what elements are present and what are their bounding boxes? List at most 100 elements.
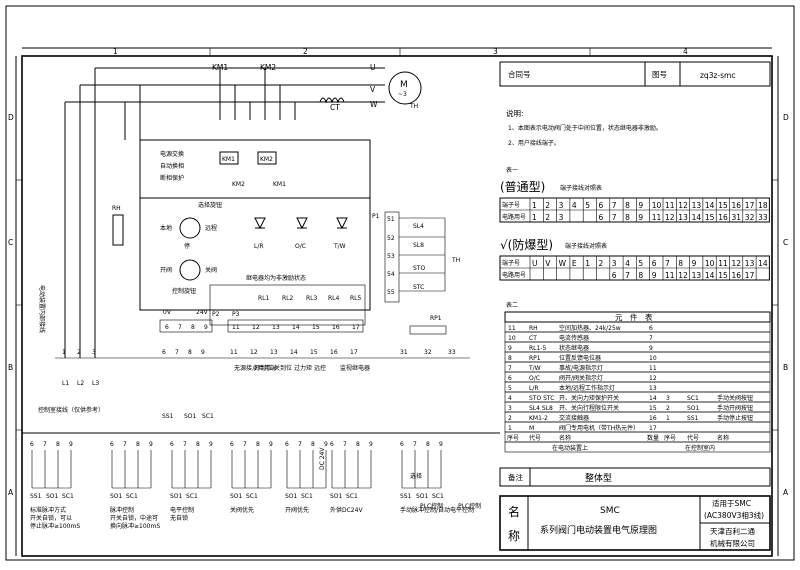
bottom-pin: 8 bbox=[311, 441, 315, 448]
relay-km2: KM2 bbox=[260, 156, 273, 163]
torque-sto: STO bbox=[413, 265, 425, 272]
phase-w: W bbox=[370, 100, 378, 109]
term-17: 17 bbox=[350, 349, 358, 356]
internal-wiring-label: 电动装置内部接线 bbox=[38, 285, 46, 333]
p3-pin-15: 15 bbox=[312, 324, 320, 331]
circuit-cell: 16 bbox=[732, 271, 742, 280]
extra-no: 2 bbox=[666, 405, 670, 412]
p2-pin-6: 6 bbox=[165, 324, 169, 331]
circuit-cell: 13 bbox=[678, 213, 688, 222]
heater-rh bbox=[112, 214, 124, 246]
parts-qty: 9 bbox=[649, 345, 653, 352]
parts-code: M bbox=[529, 425, 534, 432]
parts-no: 10 bbox=[508, 335, 516, 342]
terminal-cell: 9 bbox=[692, 259, 697, 268]
terminal-cell: 4 bbox=[625, 259, 630, 268]
bottom-switch-label: SC1 bbox=[432, 493, 444, 500]
parts-code: RH bbox=[529, 325, 538, 332]
parts-name: 开、关向力矩保护开关 bbox=[559, 394, 619, 402]
km2-label: KM2 bbox=[260, 63, 276, 72]
circuit-cell: 16 bbox=[718, 213, 728, 222]
term-7: 7 bbox=[175, 349, 179, 356]
p2-0v: 0V bbox=[163, 309, 172, 316]
bottom-pin: 7 bbox=[243, 441, 247, 448]
parts-name: 阀开/阀关指示灯 bbox=[559, 374, 603, 382]
terminal-cell: 13 bbox=[692, 201, 702, 210]
terminal-cell: 12 bbox=[732, 259, 742, 268]
terminal-cell: E bbox=[572, 259, 577, 268]
bottom-switch-label: SC1 bbox=[186, 493, 198, 500]
p3-pin-17: 17 bbox=[352, 324, 360, 331]
parts-no: 9 bbox=[508, 345, 512, 352]
motor-label: M bbox=[400, 80, 408, 90]
terminal-cell: 7 bbox=[612, 201, 617, 210]
parts-code: SL4 SL8 bbox=[529, 405, 553, 412]
drawing-no-label: 图号 bbox=[652, 70, 667, 79]
term-11: 11 bbox=[230, 349, 238, 356]
bottom-switch-label: SO1 bbox=[416, 493, 429, 500]
p2-label: P2 bbox=[212, 311, 220, 318]
contract-row bbox=[499, 61, 771, 87]
terminal-cell: 10 bbox=[652, 201, 662, 210]
bottom-pin: 9 bbox=[369, 441, 373, 448]
circuit-cell: 11 bbox=[665, 271, 675, 280]
parts-code: KM1-2 bbox=[529, 415, 548, 422]
term-13: 13 bbox=[270, 349, 278, 356]
coil-km2: KM2 bbox=[232, 181, 245, 188]
bottom-pin: 8 bbox=[356, 441, 360, 448]
selector-knob[interactable] bbox=[179, 217, 201, 239]
selector-local: 本地 bbox=[160, 224, 172, 232]
company-line-1: 天津百利二通 bbox=[710, 526, 755, 536]
selector-remote: 远程 bbox=[205, 224, 217, 232]
p3-strip bbox=[227, 319, 364, 333]
parts-row bbox=[504, 321, 771, 333]
p2-pin-8: 8 bbox=[191, 324, 195, 331]
term-l1: L1 bbox=[62, 380, 69, 387]
table2-label: 表二 bbox=[506, 301, 518, 309]
terminal-cell: 16 bbox=[732, 201, 742, 210]
bottom-pin: 8 bbox=[256, 441, 260, 448]
bottom-pin: 6 bbox=[110, 441, 114, 448]
terminal-cell: 8 bbox=[678, 259, 683, 268]
control-knob[interactable] bbox=[179, 259, 201, 281]
coil-km1: KM1 bbox=[273, 181, 286, 188]
bottom-caption: 开关自锁，可以 bbox=[30, 514, 72, 522]
bottom-pin: 7 bbox=[123, 441, 127, 448]
parts-name: 本地/远程工作指示灯 bbox=[559, 384, 615, 392]
p1-pin-52: 52 bbox=[387, 235, 395, 242]
bottom-caption: 关阀优先 bbox=[230, 506, 254, 514]
product-name: SMC bbox=[600, 506, 620, 516]
circuit-cell: 9 bbox=[652, 271, 657, 280]
knob-close: 关阀 bbox=[205, 266, 217, 274]
bottom-pin: 7 bbox=[298, 441, 302, 448]
relay-rl4: RL4 bbox=[328, 295, 340, 302]
circuit-cell: 15 bbox=[718, 271, 728, 280]
extra-name: 手动开阀按钮 bbox=[717, 404, 753, 412]
terminal-cell: 12 bbox=[678, 201, 688, 210]
term-12: 12 bbox=[250, 349, 258, 356]
bottom-caption: 脉冲控制 bbox=[110, 506, 134, 514]
drawing-no-value: zq3z-smc bbox=[700, 71, 735, 80]
applicable-line-1: 适用于SMC bbox=[712, 498, 751, 508]
parts-name: 阀门专用电机（带TH热元件） bbox=[559, 424, 639, 432]
term-6: 6 bbox=[162, 349, 166, 356]
extra-no: 3 bbox=[666, 395, 670, 402]
p1-pin-53: 53 bbox=[387, 253, 395, 260]
dc24v-label: DC 24V bbox=[319, 447, 326, 470]
circuit-cell: 12 bbox=[665, 213, 675, 222]
relay-rl3: RL3 bbox=[306, 295, 318, 302]
name-label-2: 称 bbox=[508, 529, 520, 543]
term-14: 14 bbox=[290, 349, 298, 356]
bottom-pin: 7 bbox=[343, 441, 347, 448]
relay-note: 继电器均为非激励状态 bbox=[246, 274, 306, 282]
normal-type: (普通型) bbox=[500, 180, 545, 194]
bottom-pin: 6 bbox=[330, 441, 334, 448]
terminal-cell: 3 bbox=[612, 259, 617, 268]
torque-stc: STC bbox=[413, 284, 424, 291]
bottom-switch-label: SC1 bbox=[246, 493, 258, 500]
term-l3: L3 bbox=[92, 380, 99, 387]
parts-name: 电流传感器 bbox=[559, 334, 589, 342]
p1-pin-55: 55 bbox=[387, 289, 395, 296]
field-so1: SO1 bbox=[184, 413, 197, 420]
